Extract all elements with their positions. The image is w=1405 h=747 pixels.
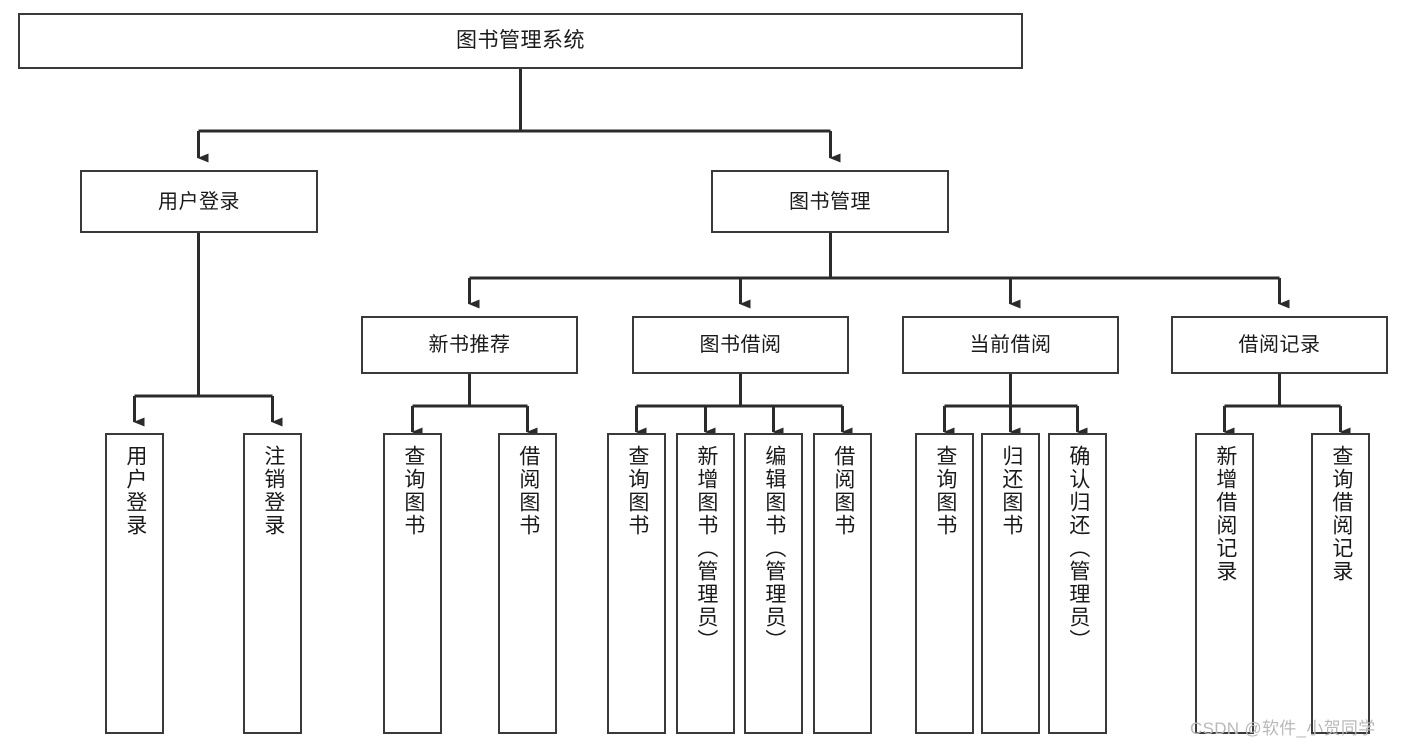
- node-leaf-query-book-2[interactable]: 查询图书: [607, 433, 666, 734]
- watermark-text: CSDN @软件_小贺同学: [1190, 719, 1376, 738]
- node-leaf-edit-book-label: 编辑图书（管理员）: [762, 445, 786, 652]
- node-leaf-return-book[interactable]: 归还图书: [981, 433, 1040, 734]
- node-leaf-borrow-book-2-label: 借阅图书: [831, 445, 855, 537]
- node-leaf-borrow-book-1-label: 借阅图书: [516, 445, 540, 537]
- node-book-borrow-label: 图书借阅: [699, 334, 782, 356]
- node-user-login-label: 用户登录: [158, 190, 240, 213]
- node-user-login[interactable]: 用户登录: [80, 170, 318, 233]
- node-root[interactable]: 图书管理系统: [18, 13, 1023, 69]
- node-new-book-recommend-label: 新书推荐: [428, 334, 511, 356]
- node-leaf-confirm-return-label: 确认归还（管理员）: [1066, 445, 1090, 652]
- node-leaf-query-record[interactable]: 查询借阅记录: [1311, 433, 1370, 734]
- node-leaf-confirm-return[interactable]: 确认归还（管理员）: [1048, 433, 1107, 734]
- node-leaf-add-book[interactable]: 新增图书（管理员）: [676, 433, 735, 734]
- node-leaf-query-book-2-label: 查询图书: [625, 445, 649, 537]
- node-leaf-query-book-3[interactable]: 查询图书: [915, 433, 974, 734]
- node-current-borrow[interactable]: 当前借阅: [902, 316, 1119, 374]
- node-leaf-edit-book[interactable]: 编辑图书（管理员）: [744, 433, 803, 734]
- node-root-label: 图书管理系统: [456, 29, 585, 53]
- node-leaf-user-login-label: 用户登录: [123, 445, 147, 537]
- node-leaf-query-book-1[interactable]: 查询图书: [383, 433, 442, 734]
- node-book-management-label: 图书管理: [789, 190, 871, 213]
- node-leaf-borrow-book-2[interactable]: 借阅图书: [813, 433, 872, 734]
- node-leaf-query-book-3-label: 查询图书: [933, 445, 957, 537]
- node-current-borrow-label: 当前借阅: [969, 334, 1052, 356]
- node-leaf-add-record[interactable]: 新增借阅记录: [1195, 433, 1254, 734]
- node-leaf-query-record-label: 查询借阅记录: [1329, 445, 1353, 583]
- node-book-borrow[interactable]: 图书借阅: [632, 316, 849, 374]
- node-leaf-add-record-label: 新增借阅记录: [1213, 445, 1237, 583]
- node-leaf-add-book-label: 新增图书（管理员）: [694, 445, 718, 652]
- node-leaf-borrow-book-1[interactable]: 借阅图书: [498, 433, 557, 734]
- node-borrow-record-label: 借阅记录: [1238, 334, 1321, 356]
- node-leaf-logout-label: 注销登录: [261, 445, 285, 537]
- node-borrow-record[interactable]: 借阅记录: [1171, 316, 1388, 374]
- node-leaf-user-login[interactable]: 用户登录: [105, 433, 164, 734]
- node-leaf-return-book-label: 归还图书: [999, 445, 1023, 537]
- node-book-management[interactable]: 图书管理: [711, 170, 949, 233]
- node-new-book-recommend[interactable]: 新书推荐: [361, 316, 578, 374]
- node-leaf-logout[interactable]: 注销登录: [243, 433, 302, 734]
- node-leaf-query-book-1-label: 查询图书: [401, 445, 425, 537]
